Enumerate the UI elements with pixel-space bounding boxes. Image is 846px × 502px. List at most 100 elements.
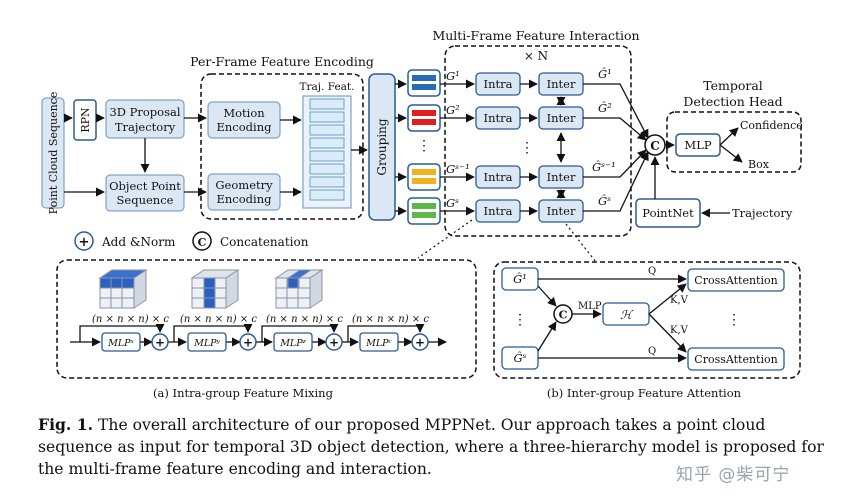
pointnet-box	[635, 198, 701, 228]
out-label-2: Ĝ²	[598, 101, 612, 115]
group-label-3: Gˢ⁻¹	[446, 162, 470, 176]
svg-text:+: +	[155, 336, 165, 350]
intra-label: Intra	[484, 170, 513, 184]
svg-text:+: +	[79, 235, 90, 250]
out-label-3: Ĝˢ⁻¹	[592, 160, 616, 174]
motion-label-1: Motion	[223, 106, 265, 120]
ia-q-label-2: Q	[648, 346, 656, 357]
ia-kv-label-1: K,V	[670, 295, 689, 306]
add-node-1: +	[151, 333, 169, 351]
watermark: 知乎 @柴可宁	[676, 465, 791, 485]
figure-caption: Fig. 1. The overall architecture of our …	[38, 414, 828, 480]
figure-caption-text: The overall architecture of our proposed…	[38, 416, 824, 478]
geometry-label-1: Geometry	[215, 178, 273, 192]
object-point-sequence-box	[105, 174, 185, 212]
traj-feat-label: Traj. Feat.	[300, 81, 355, 93]
group-token-3	[407, 163, 441, 191]
cube-y	[190, 269, 240, 309]
cross-attention-box-2	[687, 347, 785, 371]
ia-mlp-label: MLP	[578, 301, 602, 312]
svg-text:C: C	[559, 309, 568, 322]
group-label-4: Gˢ	[446, 196, 459, 210]
svg-text:MLPᶻ: MLPᶻ	[279, 338, 306, 349]
temporal-head-title-1: Temporal	[703, 78, 763, 93]
rpn-label: RPN	[79, 107, 92, 133]
add-node-4: +	[411, 333, 429, 351]
motion-label-2: Encoding	[217, 120, 273, 134]
cross-attention-label-1: CrossAttention	[694, 274, 777, 287]
svg-text:MLPˣ: MLPˣ	[107, 338, 134, 349]
proposal-label-2: Trajectory	[115, 120, 176, 134]
concat-circle: C	[644, 134, 666, 156]
ia-ellipsis-left: ⋮	[513, 312, 527, 328]
concat-legend: Concatenation	[220, 235, 309, 249]
multi-frame-dashed-box	[444, 45, 632, 237]
proposal-label-1: 3D Proposal	[109, 105, 180, 119]
svg-text:C: C	[198, 236, 207, 249]
ia-gs-label: Ĝˢ	[513, 351, 526, 365]
inter-attention-caption: (b) Inter-group Feature Attention	[547, 386, 742, 400]
svg-text:+: +	[329, 336, 339, 350]
add-node-3: +	[325, 333, 343, 351]
figure-caption-label: Fig. 1.	[38, 415, 94, 434]
group-token-2	[407, 104, 441, 132]
cube-z	[274, 269, 324, 309]
inter-label: Inter	[547, 77, 576, 91]
multi-frame-title: Multi-Frame Feature Interaction	[432, 28, 639, 43]
traj-feat-stack	[302, 95, 352, 209]
intra-label: Intra	[484, 204, 513, 218]
group-token-4	[407, 197, 441, 225]
svg-text:C: C	[650, 139, 660, 153]
confidence-label: Confidence	[740, 119, 803, 132]
dims-label-1: (n × n × n) × c	[92, 314, 169, 325]
intra-label: Intra	[484, 111, 513, 125]
group-label-1: G¹	[446, 69, 460, 83]
intra-mixing-caption: (a) Intra-group Feature Mixing	[153, 386, 334, 400]
dims-label-3: (n × n × n) × c	[266, 314, 343, 325]
intra-label: Intra	[484, 77, 513, 91]
intra-column: Intra Intra Intra Intra	[475, 72, 521, 223]
add-norm-legend: Add &Norm	[101, 235, 176, 249]
trajectory-label: Trajectory	[732, 206, 793, 220]
temporal-head-title-2: Detection Head	[683, 94, 782, 109]
cross-attention-label-2: CrossAttention	[694, 353, 777, 366]
box-label: Box	[748, 158, 770, 171]
object-point-label-1: Object Point	[109, 179, 181, 193]
cube-x	[98, 269, 148, 309]
inter-label: Inter	[547, 170, 576, 184]
group-label-2: G²	[446, 103, 460, 117]
repeat-label: × N	[524, 49, 548, 63]
ia-kv-label-2: K,V	[670, 325, 689, 336]
mlp-y-box: MLPʸ	[187, 332, 227, 352]
group-ellipsis: ⋮	[417, 138, 431, 154]
head-mlp-label: MLP	[684, 138, 711, 152]
ia-ellipsis-right: ⋮	[727, 312, 741, 328]
inter-label: Inter	[547, 204, 576, 218]
add-norm-legend-icon: +	[74, 231, 94, 251]
add-node-2: +	[239, 333, 257, 351]
mlp-c-box: MLPᶜ	[359, 332, 399, 352]
svg-text:+: +	[243, 336, 253, 350]
inter-attention-dashed-box	[493, 261, 801, 379]
ia-concat-circle: C	[553, 304, 573, 324]
dims-label-4: (n × n × n) × c	[352, 314, 429, 325]
inter-column: Inter Inter Inter Inter	[538, 72, 584, 223]
out-label-1: Ĝ¹	[598, 67, 612, 81]
concat-legend-icon: C	[192, 231, 212, 251]
object-point-label-2: Sequence	[117, 193, 174, 207]
out-label-4: Ĝˢ	[598, 194, 611, 208]
per-frame-title: Per-Frame Feature Encoding	[190, 54, 374, 69]
point-cloud-sequence-label: Point Cloud Sequence	[47, 92, 60, 215]
ia-q-label-1: Q	[648, 266, 656, 277]
point-cloud-sequence-box	[41, 97, 65, 209]
mlp-x-box: MLPˣ	[101, 332, 141, 352]
group-token-1	[407, 69, 441, 97]
grouping-box	[368, 73, 396, 221]
ia-g1-label: Ĝ¹	[513, 272, 527, 286]
mlp-z-box: MLPᶻ	[273, 332, 313, 352]
intra-ellipsis: ⋮	[520, 140, 534, 156]
inter-label: Inter	[547, 111, 576, 125]
architecture-diagram: Point Cloud Sequence RPN 3D Proposal Tra…	[41, 28, 803, 400]
ia-h-label: ℋ	[620, 308, 634, 322]
svg-text:+: +	[415, 336, 425, 350]
